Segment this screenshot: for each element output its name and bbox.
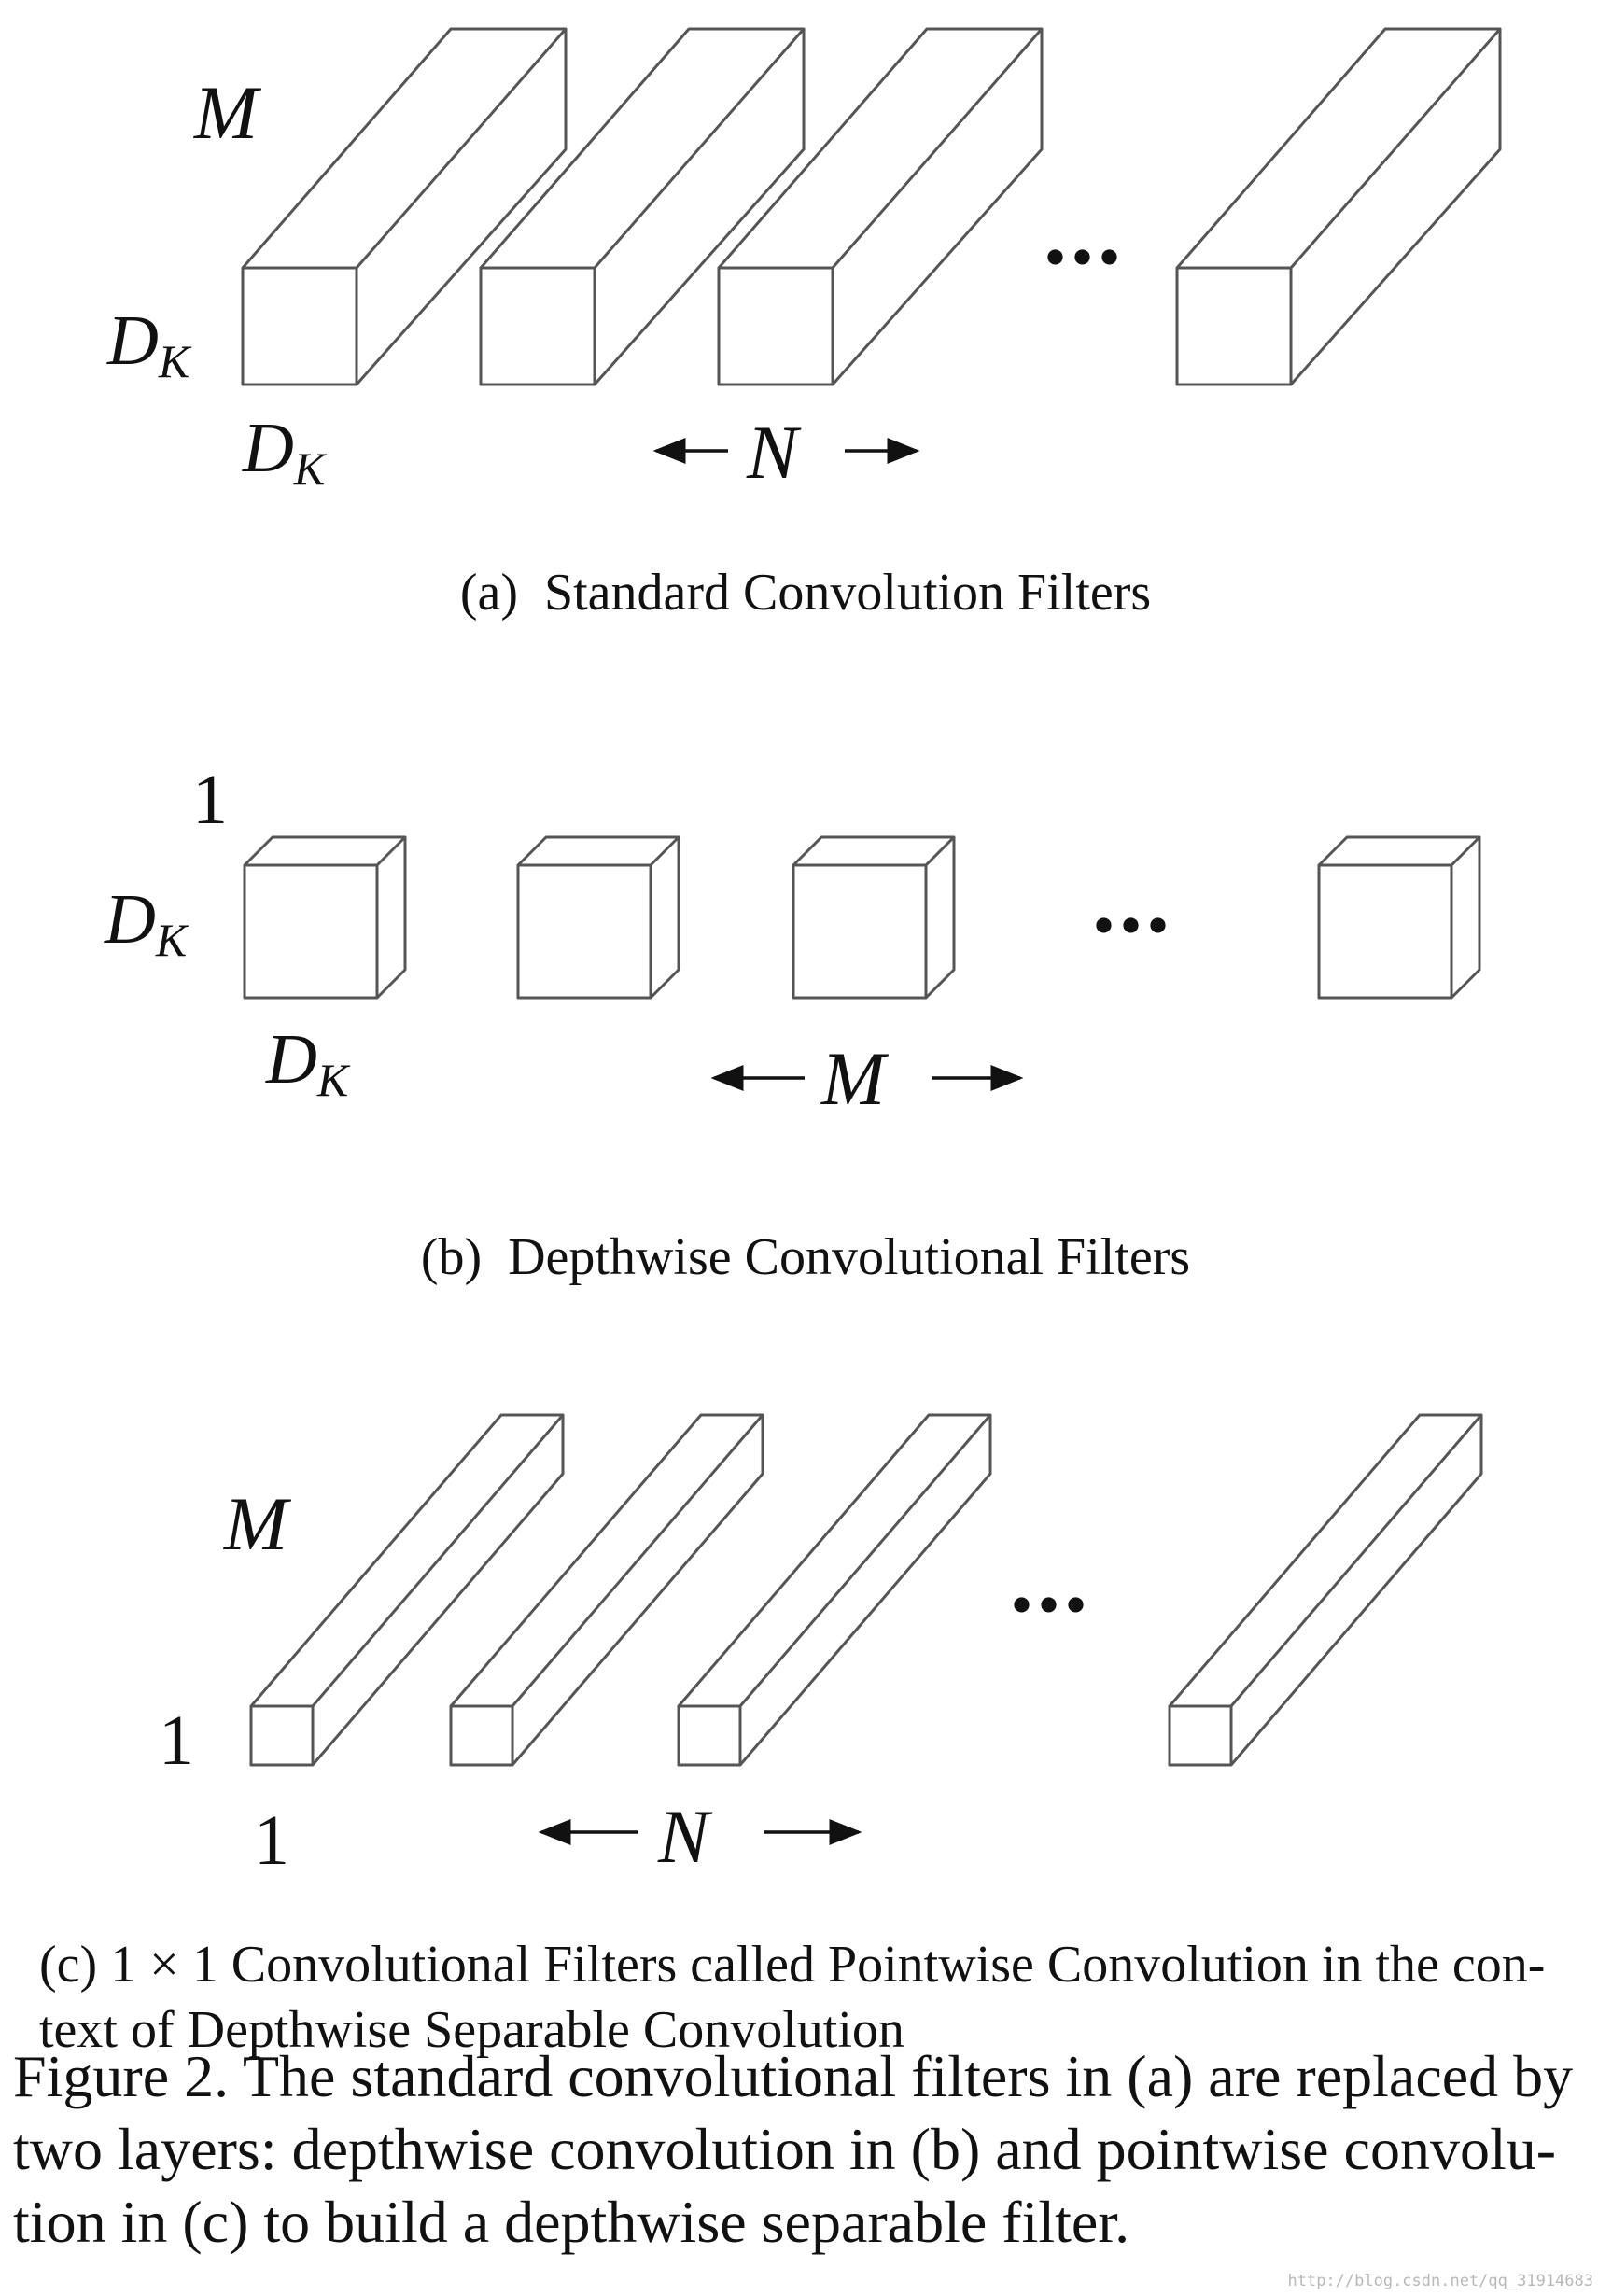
panel-a-caption: (a) Standard Convolution Filters — [460, 564, 1151, 622]
panel-c-label-width: 1 — [254, 1801, 289, 1880]
panel-c-caption: (c) 1 × 1 Convolutional Filters called P… — [39, 1932, 1545, 2063]
panel-b-label-height: DK — [104, 880, 189, 966]
panel-b-filter-2 — [516, 835, 680, 1000]
panel-c-filter-2 — [449, 1413, 764, 1767]
panel-c-filter-1 — [249, 1413, 565, 1767]
panel-b-filter-m — [1317, 835, 1481, 1000]
panel-b-label-count: M — [820, 1036, 890, 1121]
panel-c-label-height: 1 — [159, 1701, 194, 1780]
panel-c-filter-3 — [677, 1413, 992, 1767]
panel-b-filter-3 — [792, 835, 956, 1000]
panel-a-ellipsis: ... — [1044, 180, 1125, 284]
panel-a-label-depth: M — [193, 70, 262, 155]
panel-a-filter-2 — [479, 27, 806, 386]
panel-a-filter-n — [1175, 27, 1502, 386]
panel-b-caption: (b) Depthwise Convolutional Filters — [421, 1228, 1190, 1286]
panel-a-label-height: DK — [106, 301, 192, 387]
panel-c-filter-n — [1168, 1413, 1483, 1767]
panel-b-ellipsis: ... — [1092, 848, 1173, 952]
panel-b-filter-1 — [243, 835, 407, 1000]
panel-a-label-width: DK — [242, 409, 328, 495]
watermark-url: http://blog.csdn.net/qq_31914683 — [1287, 2272, 1593, 2290]
panel-c-ellipsis: ... — [1010, 1528, 1091, 1631]
figure-caption-line-3: tion in (c) to build a depthwise separab… — [13, 2189, 1130, 2255]
panel-b-label-width: DK — [265, 1020, 351, 1106]
panel-a-filter-1 — [241, 27, 568, 386]
figure-caption-line-1: Figure 2. The standard convolutional fil… — [13, 2043, 1574, 2109]
panel-a-label-count: N — [746, 410, 802, 495]
panel-c-label-count: N — [657, 1794, 713, 1879]
panel-c-label-depth: M — [223, 1481, 292, 1566]
figure-caption-line-2: two layers: depthwise convolution in (b)… — [13, 2116, 1557, 2182]
panel-b-label-depth: 1 — [192, 761, 228, 839]
figure-caption: Figure 2. The standard convolutional fil… — [13, 2040, 1600, 2259]
panel-c-caption-line-2: text of Depthwise Separable Convolution — [39, 2001, 904, 2059]
panel-a-filter-3 — [717, 27, 1044, 386]
panel-c-caption-line-1: (c) 1 × 1 Convolutional Filters called P… — [39, 1936, 1546, 1994]
